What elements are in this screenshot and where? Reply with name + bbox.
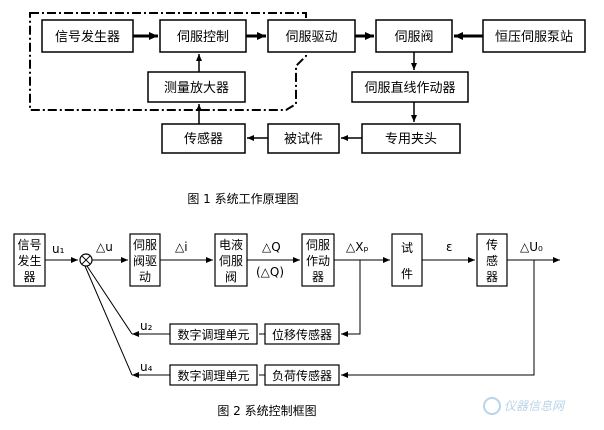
block2-ehsv-line1: 电液 [219, 237, 243, 252]
signal-label-di: △i [175, 240, 188, 254]
signal-label-dq-paren: (△Q) [256, 265, 284, 279]
block-sensor-label: 传感器 [184, 131, 223, 147]
block2-specimen: 试 件 [391, 233, 423, 287]
block2-signal-generator-line3: 器 [23, 270, 35, 284]
control-loop-border [29, 12, 307, 111]
signal-label-u2: u₂ [140, 319, 153, 333]
block2-valve-drive-line2: 阀驱 [133, 254, 157, 268]
block2-sensor-line3: 器 [486, 270, 498, 284]
block2-load-sensor: 负荷传感器 [264, 364, 340, 386]
block2-displacement-sensor: 位移传感器 [264, 323, 340, 345]
block-pump-station-label: 恒压伺服泵站 [495, 30, 573, 45]
block2-signal-generator-line2: 发生 [17, 253, 41, 268]
block-servo-control: 伺服控制 [159, 19, 247, 53]
watermark: 仪器信息网 [483, 397, 566, 415]
signal-label-du: △u [96, 240, 113, 254]
block2-actuator-line2: 作动 [306, 254, 330, 268]
figure-1: 信号发生器 伺服控制 伺服驱动 伺服阀 恒压伺服泵站 测量放大器 伺服直线作动器 [29, 12, 586, 206]
block-servo-valve-label: 伺服阀 [394, 30, 433, 45]
block2-conditioner-1-label: 数字调理单元 [177, 327, 249, 342]
block2-valve-drive-line1: 伺服 [133, 238, 157, 252]
block-servo-drive-label: 伺服驱动 [285, 30, 337, 45]
block2-signal-generator: 信号 发生 器 [13, 233, 46, 287]
block-servo-control-label: 伺服控制 [177, 30, 229, 45]
block2-actuator: 伺服 作动 器 [301, 233, 335, 287]
block-servo-drive: 伺服驱动 [267, 19, 356, 53]
signal-label-dq: △Q [262, 240, 281, 254]
block-specimen-label: 被试件 [284, 132, 323, 147]
watermark-text: 仪器信息网 [504, 399, 566, 413]
block2-ehsv-line2: 伺服 [219, 254, 243, 268]
figure-2-caption: 图 2 系统控制框图 [217, 404, 316, 418]
block-pump-station: 恒压伺服泵站 [482, 19, 586, 53]
summing-junction [79, 253, 93, 267]
feedback-displacement-line [341, 260, 361, 337]
signal-label-u1: u₁ [52, 242, 65, 256]
block-sensor: 传感器 [161, 123, 246, 154]
block-measurement-amplifier-label: 测量放大器 [164, 81, 229, 96]
feedback-load-line [341, 260, 535, 378]
block-linear-actuator: 伺服直线作动器 [351, 71, 469, 103]
block2-actuator-line1: 伺服 [306, 238, 330, 252]
figure-1-caption: 图 1 系统工作原理图 [187, 192, 298, 206]
block2-conditioner-2-label: 数字调理单元 [177, 368, 249, 383]
block-signal-generator-label: 信号发生器 [55, 29, 120, 45]
block2-sensor-line1: 传 [486, 237, 498, 252]
block2-conditioner-1: 数字调理单元 [169, 323, 258, 345]
signal-label-du0: △U₀ [520, 240, 543, 254]
signal-label-dxp: △Xₚ [346, 240, 369, 254]
block-fixture-label: 专用夹头 [385, 132, 437, 147]
block-linear-actuator-label: 伺服直线作动器 [364, 81, 455, 96]
block-specimen: 被试件 [267, 123, 340, 154]
feedback-diag-u2 [86, 265, 133, 335]
block2-conditioner-2: 数字调理单元 [169, 364, 258, 386]
block2-sensor-line2: 感 [486, 253, 498, 268]
block2-ehsv: 电液 伺服 阀 [214, 233, 248, 287]
block2-displacement-sensor-label: 位移传感器 [272, 327, 332, 342]
signal-label-u4: u₄ [140, 360, 153, 374]
block2-load-sensor-label: 负荷传感器 [272, 368, 332, 383]
block-signal-generator: 信号发生器 [41, 19, 134, 53]
block-servo-valve: 伺服阀 [375, 19, 453, 53]
block2-ehsv-line3: 阀 [225, 270, 237, 284]
feedback-diag-u4 [84, 265, 133, 376]
block2-actuator-line3: 器 [312, 270, 324, 284]
block2-specimen-line1: 试 [401, 240, 413, 255]
block2-specimen-line2: 件 [401, 267, 413, 281]
signal-label-eps: ε [446, 240, 453, 254]
block2-valve-drive-line3: 动 [139, 270, 151, 284]
block2-valve-drive: 伺服 阀驱 动 [129, 233, 161, 287]
block2-sensor: 传 感 器 [476, 233, 508, 287]
figure-2: 信号 发生 器 伺服 阀驱 动 电液 伺服 阀 伺服 作动 器 试 [13, 233, 560, 418]
block-fixture: 专用夹头 [361, 123, 461, 154]
block2-signal-generator-line1: 信号 [17, 238, 41, 252]
block-measurement-amplifier: 测量放大器 [147, 71, 246, 103]
